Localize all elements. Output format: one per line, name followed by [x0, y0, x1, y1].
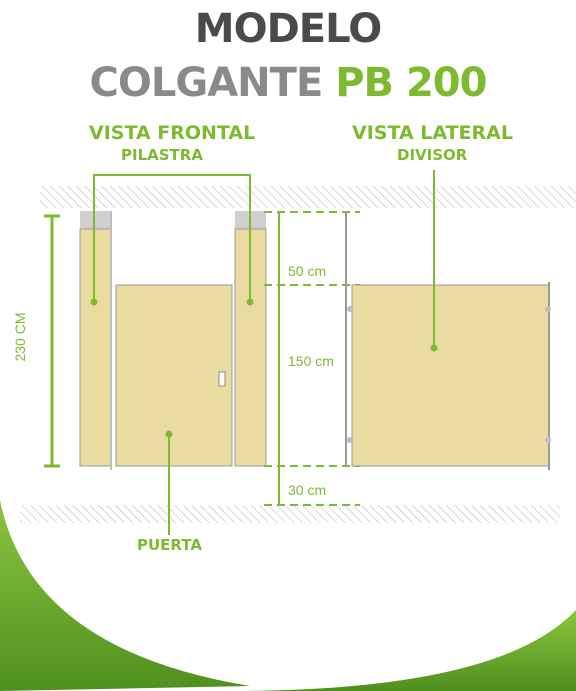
right-pilaster [234, 228, 267, 467]
vista-frontal-heading: VISTA FRONTAL [89, 122, 256, 144]
pilastra-dot-right [246, 298, 254, 306]
bracket-2 [347, 437, 353, 443]
bracket-3 [545, 306, 551, 312]
panel-height-label: 150 cm [288, 353, 334, 369]
divisor-label: DIVISOR [397, 146, 468, 164]
left-pilaster-cap [80, 211, 111, 229]
divisor-panel [351, 284, 550, 467]
puerta-label: PUERTA [137, 536, 202, 554]
bracket-1 [347, 306, 353, 312]
puerta-dot [165, 430, 173, 438]
left-pilaster [79, 228, 112, 467]
total-height-label: 230 CM [12, 312, 28, 362]
floor-hatch [20, 505, 560, 523]
bottom-gap-label: 30 cm [288, 482, 327, 498]
green-swoosh-right [230, 610, 576, 691]
ceiling-hatch [40, 186, 576, 208]
title-model-line: COLGANTE PB 200 [0, 60, 576, 106]
green-swoosh [0, 500, 250, 691]
pilastra-callout [93, 174, 251, 302]
pilastra-dot-left [90, 298, 98, 306]
title-model-code: PB 200 [335, 60, 487, 106]
title-modelo: MODELO [194, 6, 382, 52]
title-colgante: COLGANTE [89, 60, 324, 106]
bracket-4 [545, 437, 551, 443]
divisor-dot [430, 344, 438, 352]
top-gap-label: 50 cm [288, 263, 327, 279]
pilastra-label: PILASTRA [121, 146, 203, 164]
door-handle [218, 371, 226, 387]
door-panel [115, 284, 233, 467]
vista-lateral-heading: VISTA LATERAL [352, 122, 513, 144]
